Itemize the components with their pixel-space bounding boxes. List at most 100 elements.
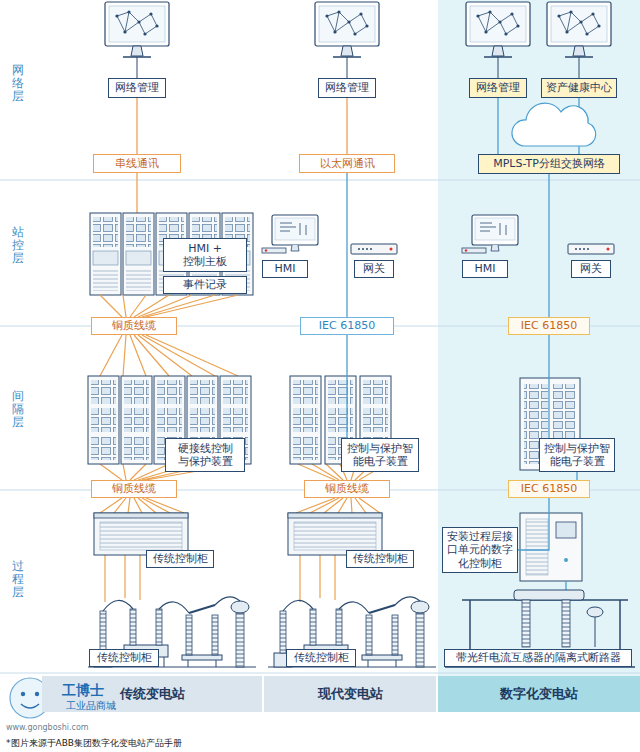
node-text: IEC 61850 <box>521 482 577 495</box>
node-text: 网关 <box>580 262 602 275</box>
node-text: HMI <box>474 262 495 275</box>
node-text: 网络管理 <box>476 81 520 94</box>
label-box: 带光纤电流互感器的隔离式断路器 <box>444 649 632 667</box>
label-box: HMI <box>262 260 308 278</box>
node-text: 铜质线缆 <box>325 482 369 495</box>
layer-name: 站控层 <box>12 226 24 266</box>
switchgear <box>88 597 256 667</box>
label-box: 安装过程层接口单元的数字化控制柜 <box>442 527 518 573</box>
node-text: 铜质线缆 <box>112 319 156 332</box>
connector <box>548 335 549 438</box>
protocol-label: IEC 61850 <box>300 317 394 335</box>
label-box: 传统控制柜 <box>286 649 356 667</box>
connector <box>346 98 347 154</box>
watermark: 工博士 <box>62 682 104 700</box>
node-text: 数字化变电站 <box>500 686 578 702</box>
bay-cabinet <box>88 376 119 464</box>
node-text: HMI + 控制主板 <box>182 242 228 268</box>
cloud-icon <box>512 103 596 146</box>
label-box: HMI <box>462 260 508 278</box>
node-text: 安装过程层接口单元的数字化控制柜 <box>447 530 513 570</box>
label-box: MPLS-TP分组交换网络 <box>478 154 620 174</box>
label-box: 传统控制柜 <box>89 649 159 667</box>
column-footer: 现代变电站 <box>264 676 436 712</box>
label-box: 硬接线控制与保护装置 <box>165 438 245 472</box>
label-box: 网关 <box>354 260 394 278</box>
protocol-label: IEC 61850 <box>508 317 590 335</box>
node-text: 铜质线缆 <box>112 482 156 495</box>
node-text: 事件记录 <box>183 278 227 291</box>
column-ground <box>438 0 640 676</box>
layer-name: 间隔层 <box>12 390 24 430</box>
node-text: IEC 61850 <box>319 319 375 332</box>
column-footer: 数字化变电站 <box>438 676 640 712</box>
connector <box>576 472 577 480</box>
connector <box>136 98 137 154</box>
node-text: 传统控制柜 <box>294 651 349 664</box>
caption: *图片来源于ABB集团数字化变电站产品手册 <box>6 737 182 750</box>
label-box: 控制与保护智能电子装置 <box>539 438 615 472</box>
node-text: 传统控制柜 <box>153 552 208 565</box>
node-text: 网络管理 <box>115 81 159 94</box>
node-text: 网络管理 <box>325 81 369 94</box>
station-rack <box>90 213 121 295</box>
link-label: 铜质线缆 <box>304 480 390 498</box>
station-rack <box>123 213 154 295</box>
node-text: 以太网通讯 <box>320 157 375 170</box>
serial-link <box>136 173 137 213</box>
node-text: 带光纤电流互感器的隔离式断路器 <box>456 651 621 664</box>
label-box: 网络管理 <box>108 78 166 98</box>
connector <box>346 173 347 317</box>
control-cabinet <box>94 513 188 555</box>
label-box: 网络管理 <box>318 78 376 98</box>
connector <box>346 335 347 438</box>
label-box: 传统控制柜 <box>146 550 214 568</box>
label-box: 控制与保护智能电子装置 <box>341 438 419 472</box>
node-text: 硬接线控制与保护装置 <box>176 442 234 468</box>
layer-divider <box>0 180 640 673</box>
connector <box>548 174 549 317</box>
label-box: HMI + 控制主板 <box>163 238 247 272</box>
bay-cabinet <box>121 376 152 464</box>
node-text: 控制与保护智能电子装置 <box>544 442 610 468</box>
label-box: 事件记录 <box>163 276 247 294</box>
connector <box>497 98 498 154</box>
label-box: 资产健康中心 <box>541 78 617 98</box>
gateway-device <box>568 244 614 254</box>
switchgear <box>268 597 436 667</box>
monitor-icon <box>315 2 379 57</box>
node-text: IEC 61850 <box>521 319 577 332</box>
isolating-breaker <box>445 590 635 667</box>
link-label: 以太网通讯 <box>299 154 395 173</box>
connector <box>518 498 549 550</box>
link-label: 铜质线缆 <box>91 480 177 498</box>
node-text: 资产健康中心 <box>546 81 612 94</box>
label-box: 网关 <box>571 260 611 278</box>
node-text: 传统变电站 <box>120 686 185 702</box>
node-text: MPLS-TP分组交换网络 <box>493 157 605 170</box>
protocol-label: IEC 61850 <box>508 480 590 498</box>
node-text: 传统控制柜 <box>97 651 152 664</box>
link-label: 串线通讯 <box>93 154 181 173</box>
label-box: 传统控制柜 <box>346 550 414 568</box>
bay-cabinet <box>290 376 321 464</box>
layer-name: 过程层 <box>12 560 24 600</box>
link-label: 铜质线缆 <box>91 317 177 335</box>
digital-cabinet <box>520 513 582 581</box>
node-text: HMI <box>274 262 295 275</box>
label-box: 网络管理 <box>469 78 527 98</box>
watermark: 工业品商城 <box>66 699 116 713</box>
layer-name: 网络层 <box>12 64 24 104</box>
monitor-icon <box>547 2 611 57</box>
monitor-link <box>137 57 579 78</box>
node-text: 传统控制柜 <box>353 552 408 565</box>
node-text: 现代变电站 <box>318 686 383 702</box>
gateway-device <box>351 244 397 254</box>
node-text: 网关 <box>363 262 385 275</box>
monitor-icon <box>105 2 169 57</box>
control-cabinet <box>288 513 382 555</box>
node-text: 串线通讯 <box>115 157 159 170</box>
fiber-link <box>565 581 566 590</box>
monitor-icon <box>466 2 530 57</box>
